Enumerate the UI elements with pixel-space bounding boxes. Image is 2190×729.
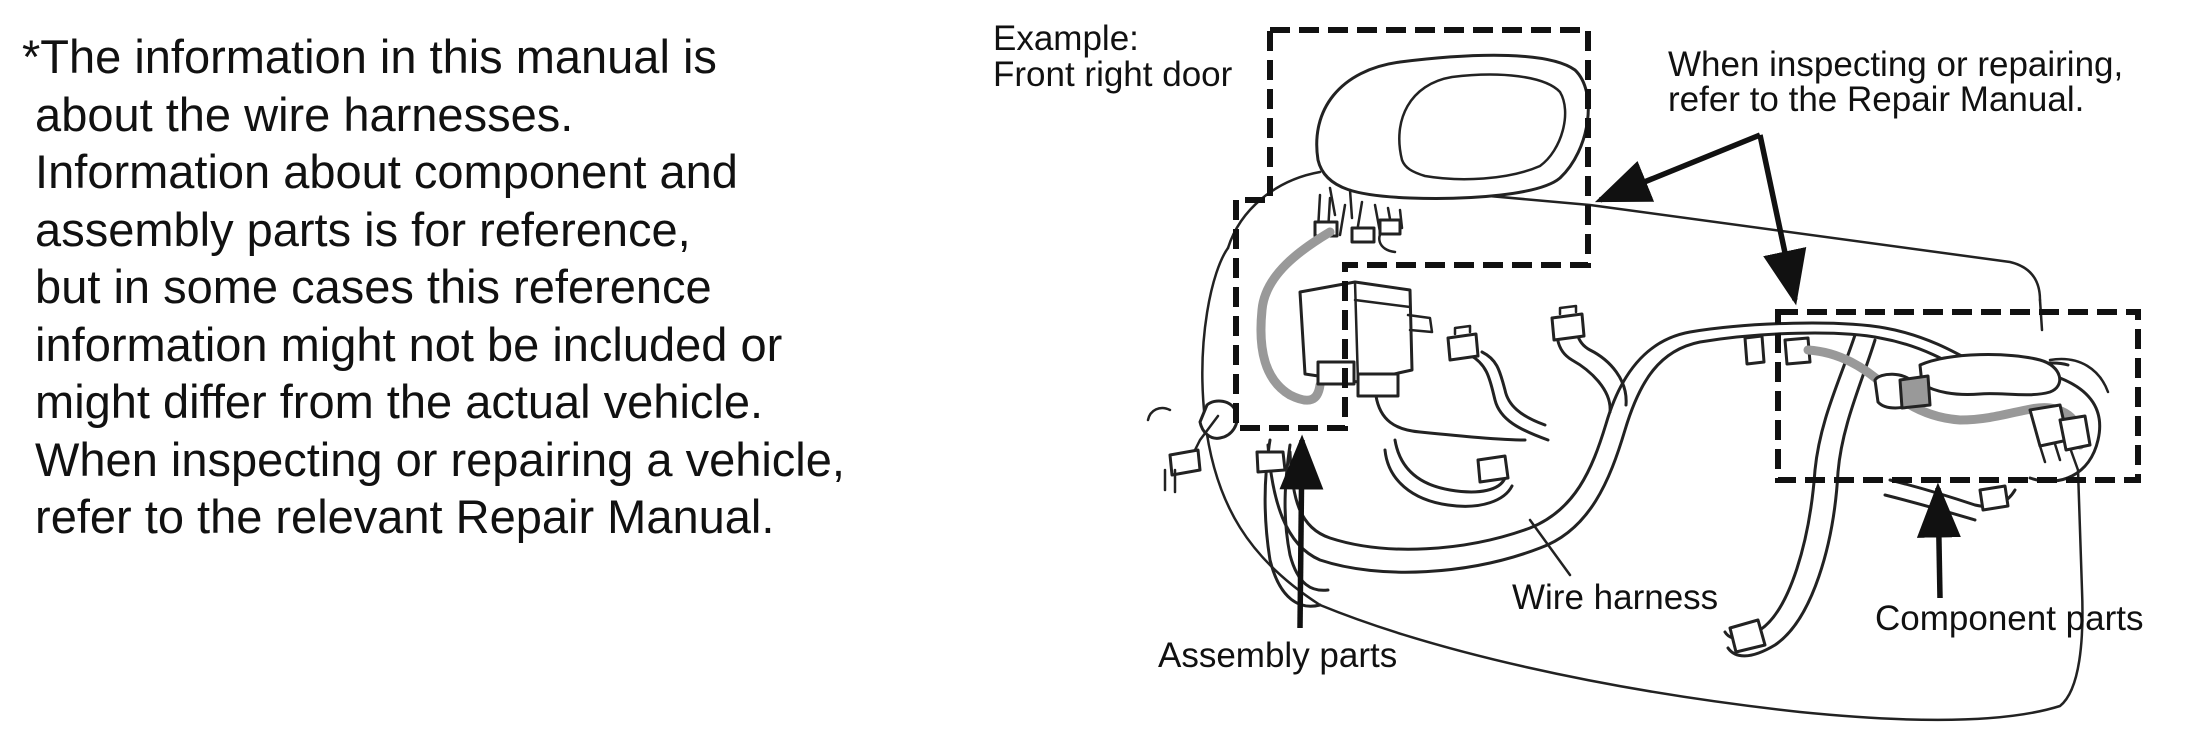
component-parts-label: Component parts (1875, 599, 2143, 638)
assembly-harness-path (1256, 227, 1335, 405)
note-line: information might not be included or (22, 317, 783, 371)
wire-harness-leader (1528, 518, 1572, 577)
note-line: might differ from the actual vehicle. (22, 375, 764, 428)
assembly-parts-region (1233, 27, 1591, 431)
manual-note: *The information in this manual is about… (22, 28, 845, 546)
mirror-connector-pins (1313, 193, 1404, 244)
harness-connectors (1446, 304, 2010, 654)
note-line: When inspecting or repairing a vehicle, (22, 432, 845, 486)
note-line: but in some cases this reference (22, 260, 712, 313)
note-line: Information about component and (22, 145, 738, 198)
example-label: Example: (993, 19, 1139, 58)
wire-harness-label: Wire harness (1512, 578, 1718, 617)
door-control-unit (1298, 280, 1434, 398)
hinge-harness (1255, 438, 1330, 608)
callout-arrow-component (1757, 134, 1807, 306)
side-mirror (1315, 53, 1590, 220)
assembly-parts-arrow (1279, 434, 1324, 629)
callout-line-2: refer to the Repair Manual. (1668, 80, 2084, 119)
callout-arrow-assembly (1594, 132, 1762, 203)
note-line: *The information in this manual is (22, 30, 717, 83)
door-handle-assembly (1783, 336, 2110, 464)
note-line: assembly parts is for reference, (22, 202, 691, 256)
hinge-grommet (1146, 399, 1239, 494)
note-line: about the wire harnesses. (22, 87, 574, 141)
callout-line-1: When inspecting or repairing, (1668, 45, 2123, 84)
note-line: refer to the relevant Repair Manual. (22, 490, 775, 543)
component-parts-arrow (1916, 482, 1961, 599)
component-parts-region (1775, 309, 2141, 483)
assembly-parts-label: Assembly parts (1158, 636, 1397, 675)
door-position-label: Front right door (993, 55, 1233, 94)
